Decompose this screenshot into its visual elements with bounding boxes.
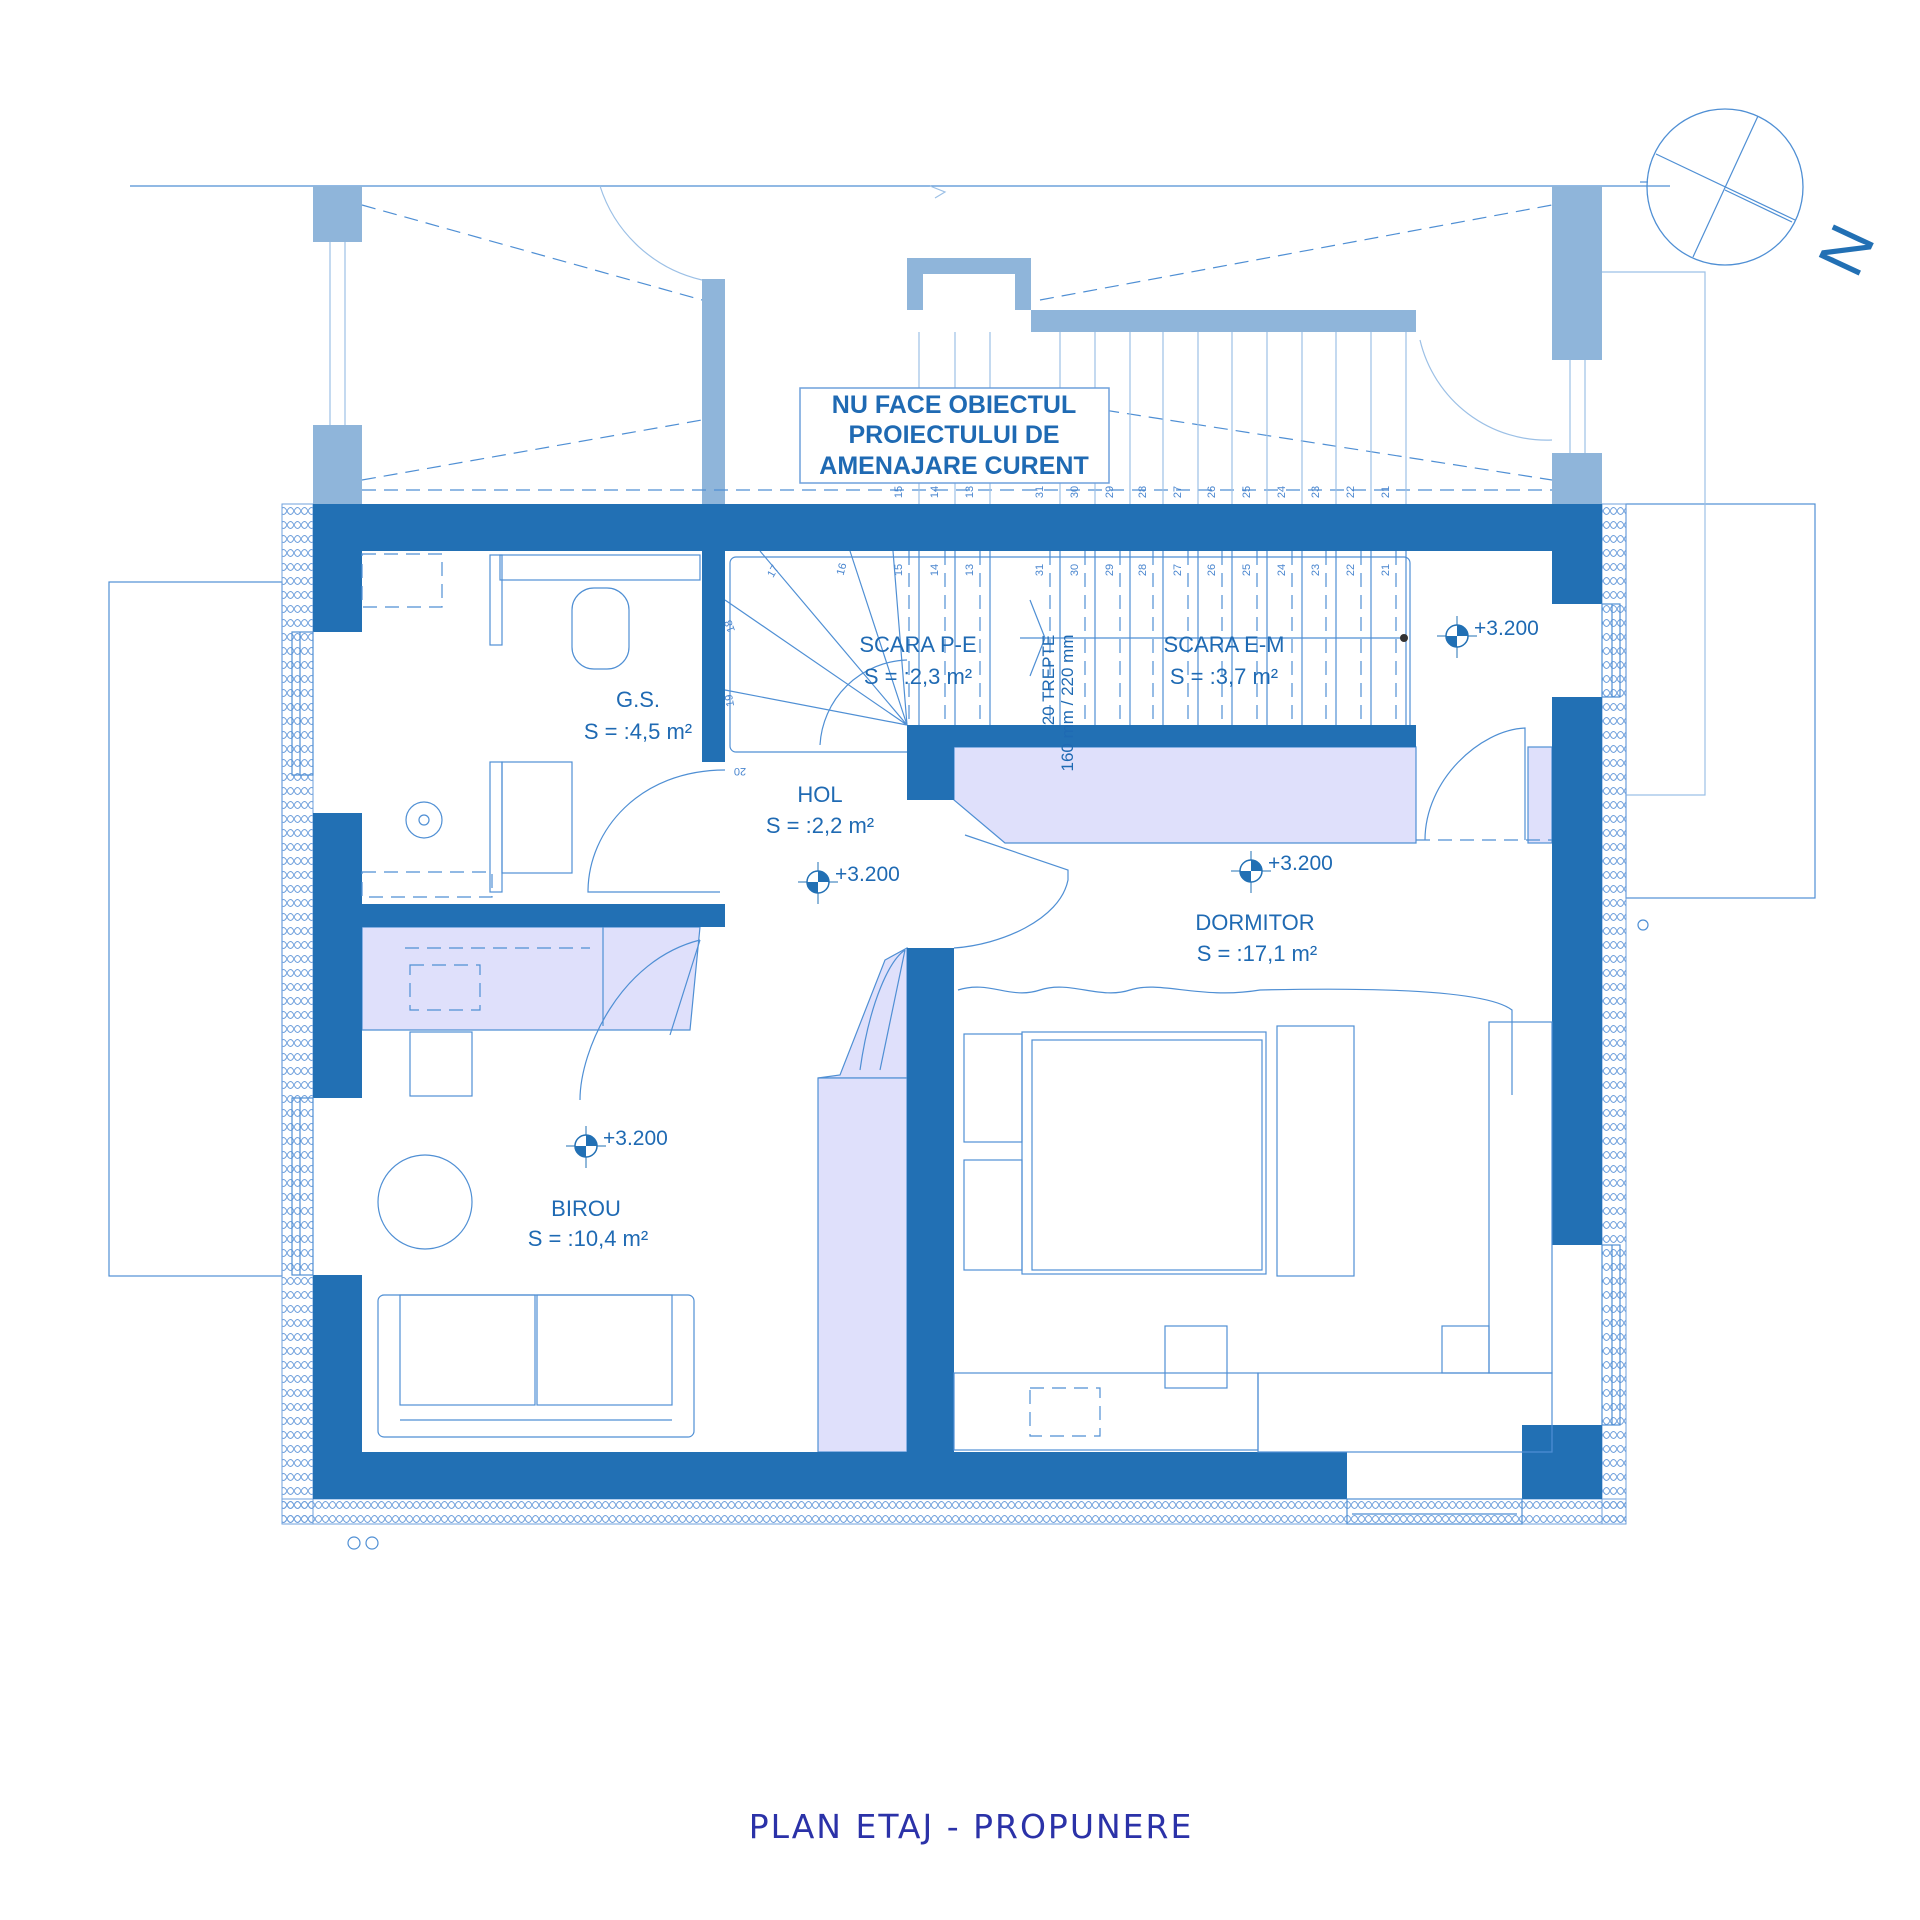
windows (291, 603, 1621, 1525)
step-number: 22 (1345, 564, 1357, 576)
step-number-upper: 14 (929, 486, 941, 498)
step-number: 24 (1276, 564, 1288, 576)
winder-step-number: 18 (722, 618, 737, 634)
sofa-icon (377, 1294, 695, 1438)
room-area-birou: S = :10,4 m² (528, 1226, 648, 1251)
step-number: 21 (1380, 564, 1392, 576)
level-marker-icon (566, 1126, 606, 1168)
step-number: 13 (964, 564, 976, 576)
svg-text:+3.200: +3.200 (835, 863, 900, 886)
north-label: N (1804, 214, 1889, 286)
step-number-upper: 28 (1137, 486, 1149, 498)
room-area-gs: S = :4,5 m² (584, 719, 692, 744)
step-number: 28 (1137, 564, 1149, 576)
room-area-scara-pe: S = :2,3 m² (864, 664, 972, 689)
note-line-2: PROIECTULUI DE (848, 421, 1059, 449)
winder-step-number: 16 (835, 562, 850, 577)
svg-text:+3.200: +3.200 (1268, 852, 1333, 875)
toilet-icon (571, 587, 630, 670)
winder-step-number: 19 (723, 693, 737, 707)
bathroom-fixtures (361, 553, 701, 898)
step-number-upper: 29 (1104, 486, 1116, 498)
step-number-upper: 21 (1380, 486, 1392, 498)
step-number-upper: 25 (1241, 486, 1253, 498)
level-markers: +3.200 +3.200 +3.200 +3.200 (566, 616, 1539, 1168)
room-name-scara-em: SCARA E-M (1163, 632, 1284, 657)
winder-step-number: 20 (734, 765, 746, 777)
plan-title: PLAN ETAJ - PROPUNERE (749, 1807, 1194, 1846)
step-number: 31 (1034, 564, 1046, 576)
drain-icon (405, 801, 443, 839)
level-marker-icon (1437, 616, 1477, 658)
bedroom-furniture (953, 986, 1553, 1453)
step-number: 25 (1241, 564, 1253, 576)
staircase: 15 14 13 31 30 29 28 27 26 25 24 23 22 21 17 16 18 19 20 (722, 550, 1411, 777)
room-labels: G.S. S = :4,5 m² SCARA P-E S = :2,3 m² S… (528, 632, 1317, 1251)
walls (313, 504, 1602, 1499)
room-area-scara-em: S = :3,7 m² (1170, 664, 1278, 689)
step-number: 26 (1206, 564, 1218, 576)
level-marker-stair: +3.200 (1437, 616, 1539, 658)
room-area-dormitor: S = :17,1 m² (1197, 941, 1317, 966)
room-name-hol: HOL (797, 782, 842, 807)
level-marker-icon (798, 862, 838, 904)
step-number: 27 (1172, 564, 1184, 576)
svg-text:+3.200: +3.200 (1474, 617, 1539, 640)
stair-dimensions-label: 160 mm / 220 mm (1058, 635, 1077, 772)
step-number: 23 (1310, 564, 1322, 576)
sink-icon (501, 761, 573, 874)
doors (579, 727, 1526, 1101)
svg-text:+3.200: +3.200 (603, 1127, 668, 1150)
bed-icon (1021, 1031, 1267, 1275)
step-number-upper: 26 (1206, 486, 1218, 498)
room-area-hol: S = :2,2 m² (766, 813, 874, 838)
level-marker-birou: +3.200 (566, 1126, 668, 1168)
office-furniture (377, 1031, 695, 1438)
step-number: 14 (929, 564, 941, 576)
room-name-scara-pe: SCARA P-E (859, 632, 976, 657)
step-number: 30 (1069, 564, 1081, 576)
level-marker-hol: +3.200 (798, 862, 900, 904)
room-name-dormitor: DORMITOR (1195, 910, 1314, 935)
insulation (281, 503, 1627, 1525)
round-table-icon (377, 1154, 473, 1250)
room-name-gs: G.S. (616, 687, 660, 712)
step-number-upper: 15 (893, 486, 905, 498)
step-number: 15 (893, 564, 905, 576)
level-marker-dormitor: +3.200 (1231, 851, 1333, 893)
step-number-upper: 13 (964, 486, 976, 498)
step-number-upper: 31 (1034, 486, 1046, 498)
step-number: 29 (1104, 564, 1116, 576)
step-number-upper: 27 (1172, 486, 1184, 498)
wardrobes (361, 746, 1553, 1453)
chair-icon (409, 1031, 473, 1097)
existing-upper-area: 15 14 13 31 30 29 28 27 26 25 24 23 22 21 (313, 185, 1602, 504)
note-line-1: NU FACE OBIECTUL (832, 391, 1076, 419)
room-name-birou: BIROU (551, 1196, 621, 1221)
level-marker-icon (1231, 851, 1271, 893)
winder-step-number: 17 (765, 563, 782, 580)
note-line-3: AMENAJARE CURENT (819, 452, 1088, 480)
north-compass: N (1640, 108, 1889, 286)
step-number-upper: 23 (1310, 486, 1322, 498)
not-in-project-note: NU FACE OBIECTUL PROIECTULUI DE AMENAJAR… (799, 387, 1110, 484)
step-number-upper: 22 (1345, 486, 1357, 498)
step-number-upper: 24 (1276, 486, 1288, 498)
step-number-upper: 30 (1069, 486, 1081, 498)
stair-treads-label: 20 TREPTE (1039, 635, 1058, 725)
